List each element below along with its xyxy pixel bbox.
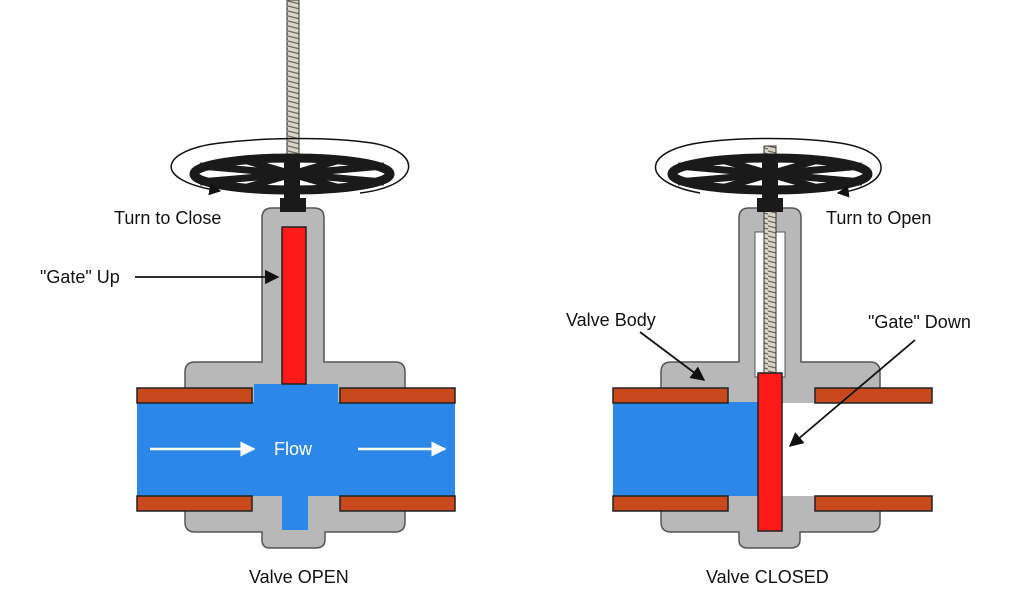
closed-pipe-walls [612,387,933,512]
closed-valve: Turn to Open Valve Body "Gate" Down Valv… [566,137,971,587]
open-pipe-walls [136,387,456,512]
valve-body-label: Valve Body [566,310,656,330]
valve-open-caption: Valve OPEN [249,567,349,587]
open-rotation-arrow [170,137,410,196]
closed-water [613,402,761,496]
turn-to-close-label: Turn to Close [114,208,221,228]
closed-gate-label: "Gate" Down [868,312,971,332]
open-handwheel [189,153,395,202]
closed-gate-label-arrow [788,339,916,447]
flow-label: Flow [274,439,313,459]
closed-rotation-arrow [655,137,882,198]
open-gate [281,226,307,385]
closed-handwheel [667,153,873,202]
open-valve: Turn to Close "Gate" Up Flow Valve OPEN [40,0,456,587]
valve-body-label-arrow [639,331,706,381]
turn-to-open-label: Turn to Open [826,208,931,228]
open-gate-label: "Gate" Up [40,267,120,287]
closed-gate [757,372,783,532]
valve-closed-caption: Valve CLOSED [706,567,829,587]
